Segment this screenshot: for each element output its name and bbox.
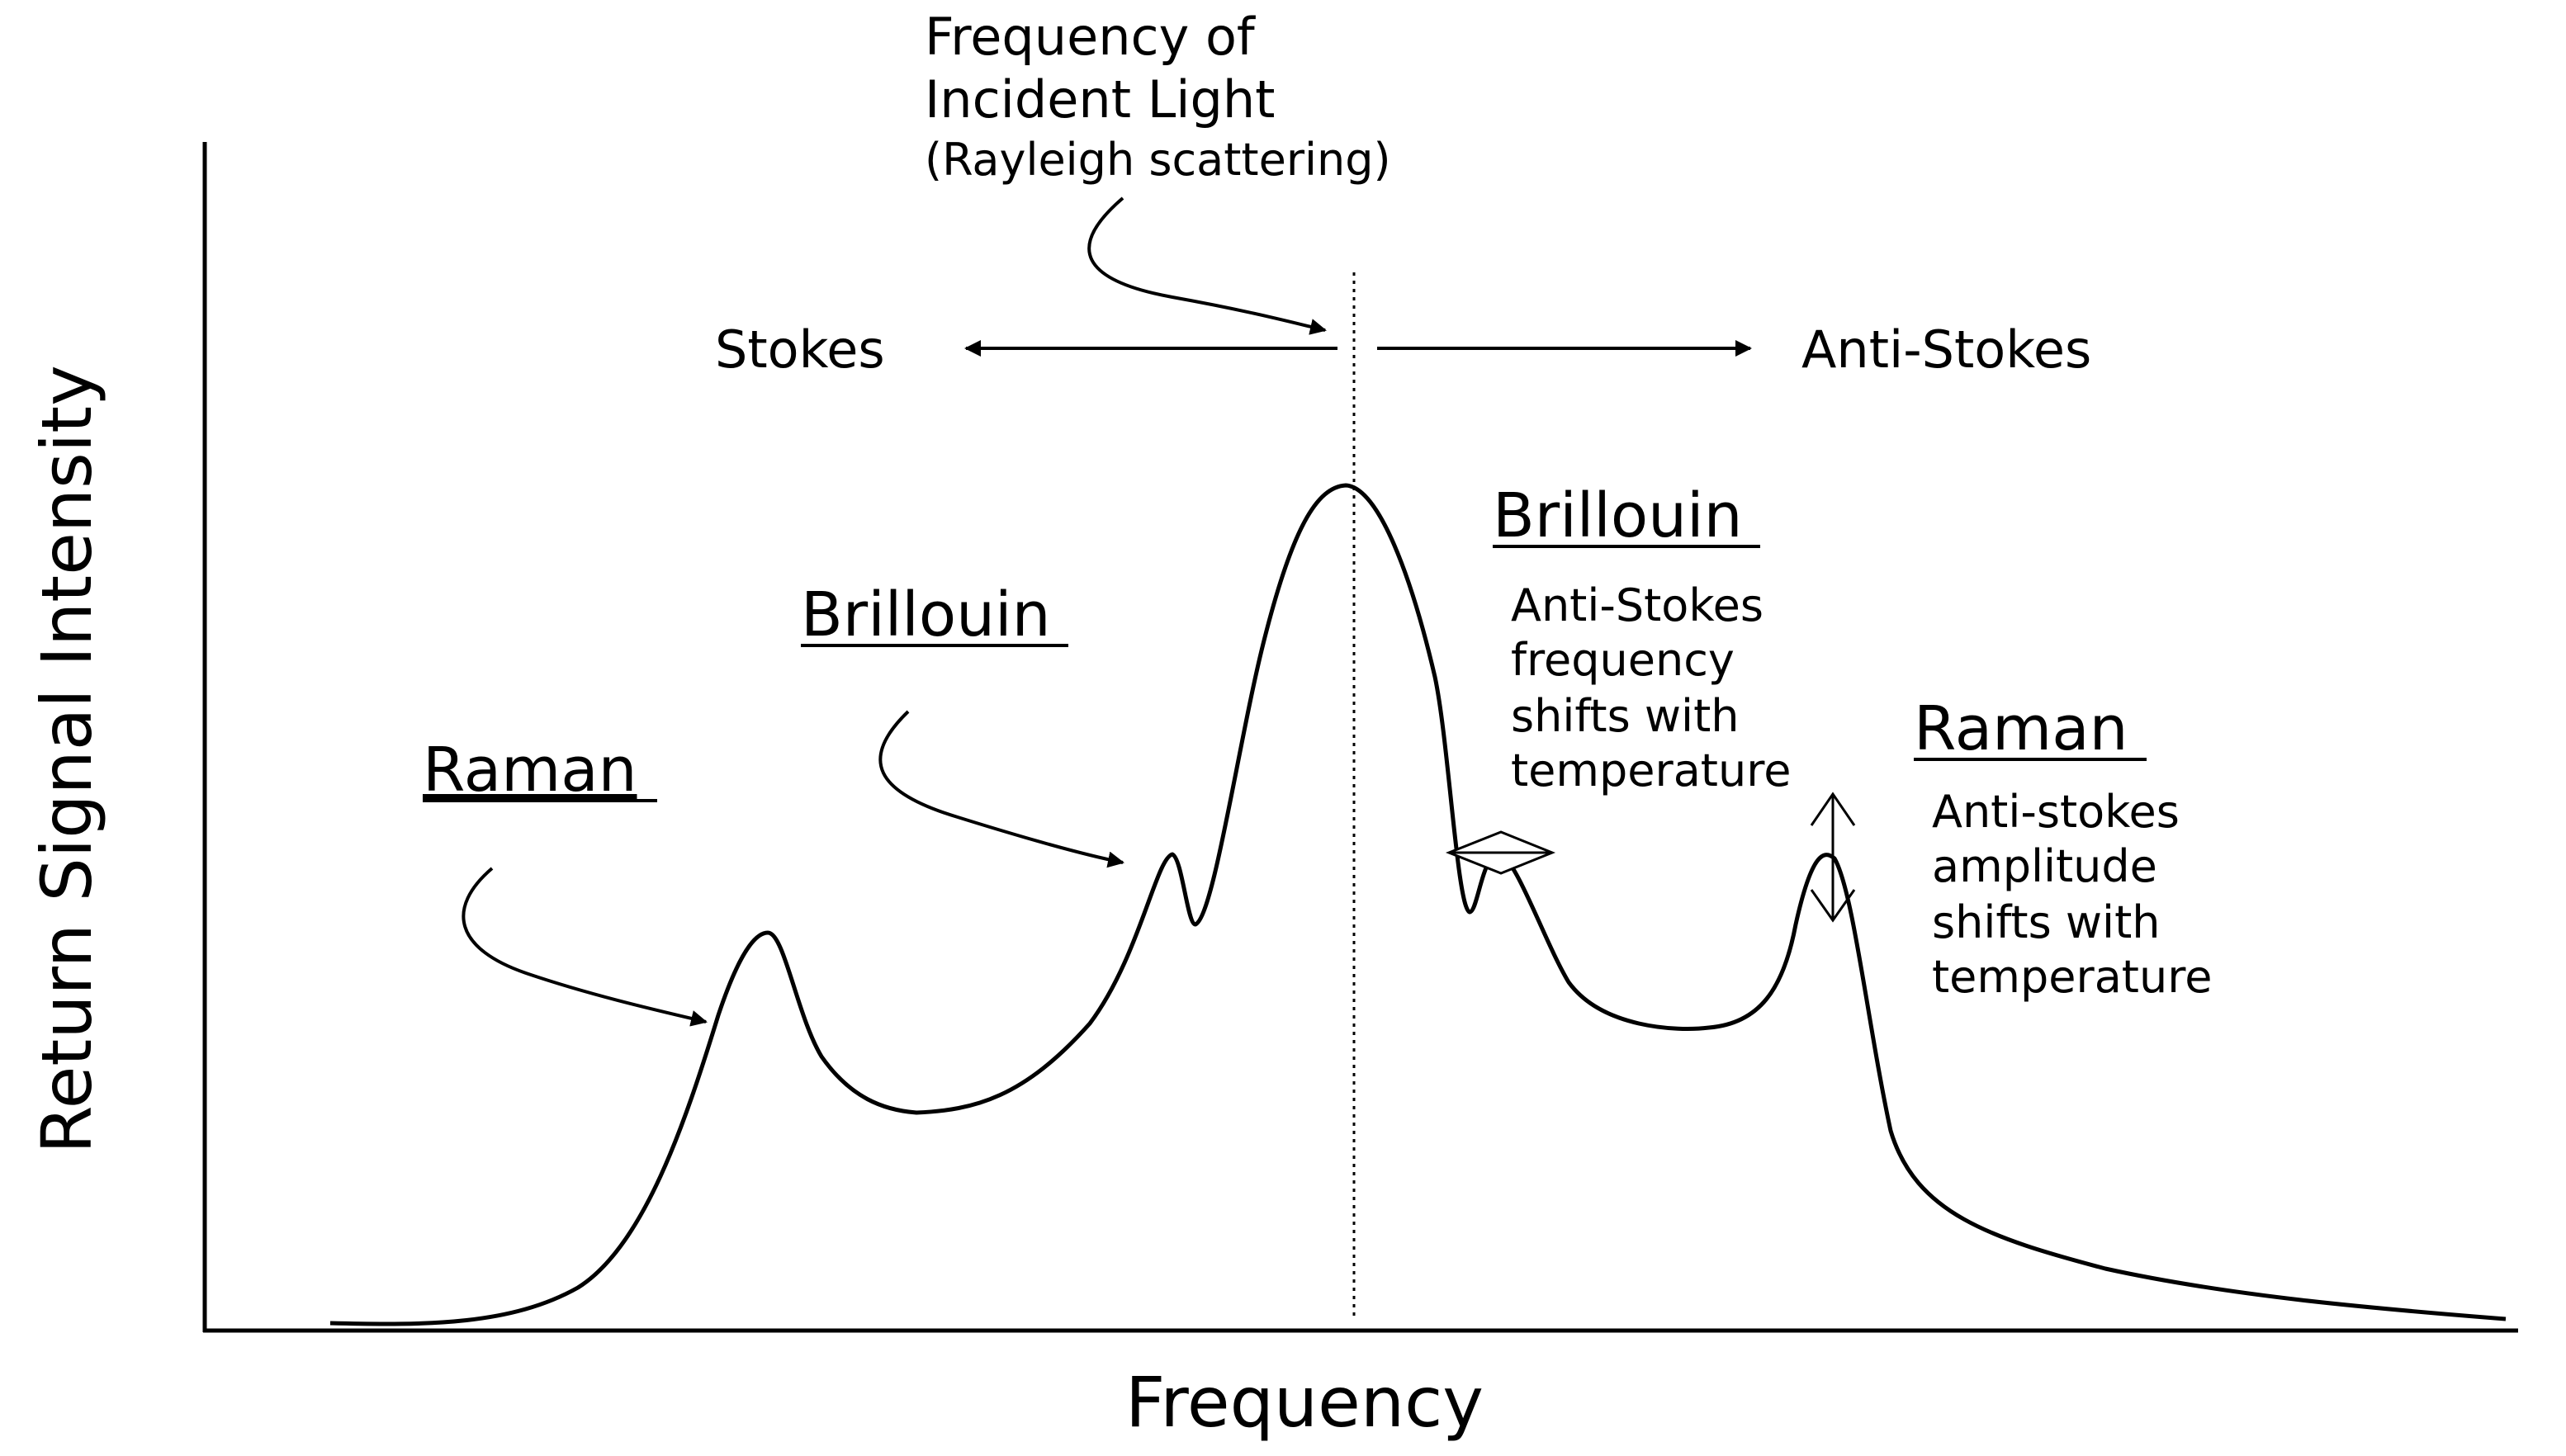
raman-right-line3: shifts with xyxy=(1932,896,2160,948)
brillouin-right-line2: frequency xyxy=(1511,634,1735,686)
incident-light-line2: Incident Light xyxy=(925,69,1275,130)
raman-left-title: Raman xyxy=(423,735,637,806)
brillouin-right-line1: Anti-Stokes xyxy=(1511,579,1764,631)
raman-left-arrow xyxy=(462,867,708,1027)
raman-right-line4: temperature xyxy=(1932,951,2212,1003)
incident-light-line3: (Rayleigh scattering) xyxy=(925,134,1391,186)
spectrum-curve xyxy=(329,483,2507,1326)
amplitude-shift-arrow-up xyxy=(1810,792,1856,826)
amplitude-shift-arrow-down xyxy=(1810,889,1856,923)
rayleigh-arrow xyxy=(1087,196,1327,335)
stokes-label: Stokes xyxy=(715,319,885,380)
brillouin-left-title: Brillouin xyxy=(801,579,1051,650)
brillouin-right-line3: shifts with xyxy=(1511,690,1739,742)
brillouin-left-arrow xyxy=(878,710,1124,868)
anti-stokes-label: Anti-Stokes xyxy=(1801,319,2091,380)
incident-light-line1: Frequency of xyxy=(925,7,1257,67)
brillouin-right-line4: temperature xyxy=(1511,745,1791,797)
x-axis-label: Frequency xyxy=(1125,1362,1484,1443)
raman-right-line2: amplitude xyxy=(1932,840,2157,892)
y-axis-label: Return Signal Intensity xyxy=(26,365,107,1154)
raman-right-line1: Anti-stokes xyxy=(1932,786,2180,838)
brillouin-right-title: Brillouin xyxy=(1493,480,1743,551)
raman-right-title: Raman xyxy=(1914,693,2128,764)
